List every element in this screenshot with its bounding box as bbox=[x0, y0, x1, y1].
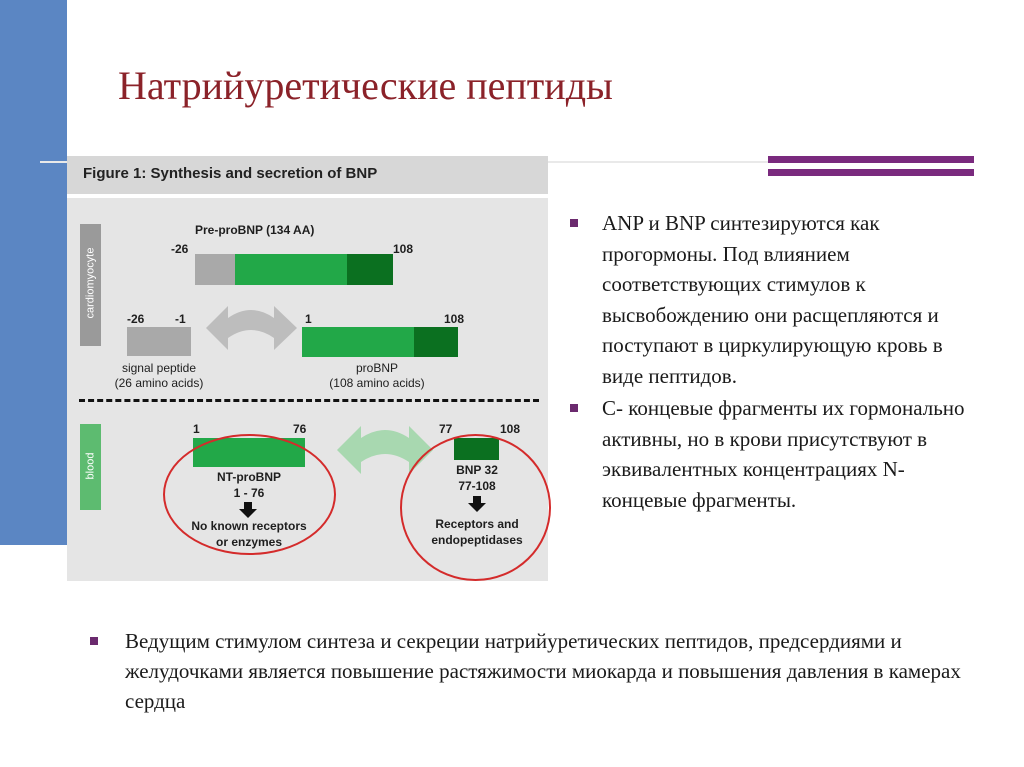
pre-probnp-label: Pre-proBNP (134 AA) bbox=[195, 223, 315, 237]
bullet-text: ANP и BNP синтезируются как прогормоны. … bbox=[602, 211, 943, 388]
blood-label: blood bbox=[84, 452, 97, 480]
cardiomyocyte-label: cardiomyocyte bbox=[84, 247, 97, 319]
pre-probnp-start: -26 bbox=[171, 242, 189, 256]
cardiomyocyte-tag: cardiomyocyte bbox=[80, 224, 101, 346]
bottom-bullet: Ведущим стимулом синтеза и секреции натр… bbox=[90, 626, 990, 716]
slide-title: Натрийуретические пептиды bbox=[118, 63, 613, 108]
signal-peptide-name: signal peptide bbox=[121, 361, 197, 375]
cleavage-arrow-icon bbox=[206, 306, 297, 350]
membrane-dashed-line bbox=[79, 399, 539, 402]
bullet-square-icon bbox=[570, 219, 578, 227]
nt-probnp-start: 1 bbox=[193, 422, 200, 436]
probnp-desc: (108 amino acids) bbox=[329, 376, 425, 390]
bullet-item: С- концевые фрагменты их гормонально акт… bbox=[570, 393, 970, 515]
accent-stripe-top bbox=[768, 156, 974, 163]
pre-probnp-bnp-segment bbox=[347, 254, 393, 285]
nt-probnp-highlight-circle bbox=[163, 434, 336, 555]
nt-probnp-end: 76 bbox=[293, 422, 307, 436]
probnp-start: 1 bbox=[305, 312, 312, 326]
bnp-start: 77 bbox=[439, 422, 453, 436]
signal-start: -26 bbox=[127, 312, 145, 326]
accent-stripe-bottom bbox=[768, 169, 974, 176]
bullet-square-icon bbox=[570, 404, 578, 412]
probnp-nt-segment bbox=[302, 327, 414, 357]
right-bullet-list: ANP и BNP синтезируются как прогормоны. … bbox=[570, 208, 970, 515]
pre-probnp-end: 108 bbox=[393, 242, 414, 256]
blood-tag: blood bbox=[80, 424, 101, 510]
bullet-text: С- концевые фрагменты их гормонально акт… bbox=[602, 396, 965, 512]
signal-peptide-desc: (26 amino acids) bbox=[114, 376, 204, 390]
signal-end: -1 bbox=[175, 312, 186, 326]
bnp32-highlight-circle bbox=[400, 434, 551, 581]
probnp-name: proBNP bbox=[355, 361, 399, 375]
probnp-end: 108 bbox=[444, 312, 465, 326]
bnp-figure: Figure 1: Synthesis and secretion of BNP… bbox=[67, 156, 551, 581]
figure-header-separator bbox=[67, 194, 548, 198]
bnp-end: 108 bbox=[500, 422, 521, 436]
secretion-arrow-icon bbox=[337, 426, 433, 474]
bottom-bullet-text: Ведущим стимулом синтеза и секреции натр… bbox=[125, 629, 961, 713]
bullet-item: ANP и BNP синтезируются как прогормоны. … bbox=[570, 208, 970, 391]
left-accent-bar bbox=[0, 0, 67, 545]
figure-title: Figure 1: Synthesis and secretion of BNP bbox=[83, 165, 378, 182]
pre-probnp-nt-segment bbox=[235, 254, 347, 285]
pre-probnp-signal-segment bbox=[195, 254, 235, 285]
figure-header: Figure 1: Synthesis and secretion of BNP bbox=[67, 156, 548, 194]
bullet-item: Ведущим стимулом синтеза и секреции натр… bbox=[90, 626, 990, 716]
bullet-square-icon bbox=[90, 637, 98, 645]
signal-peptide-block bbox=[127, 327, 191, 356]
probnp-bnp-segment bbox=[414, 327, 458, 357]
